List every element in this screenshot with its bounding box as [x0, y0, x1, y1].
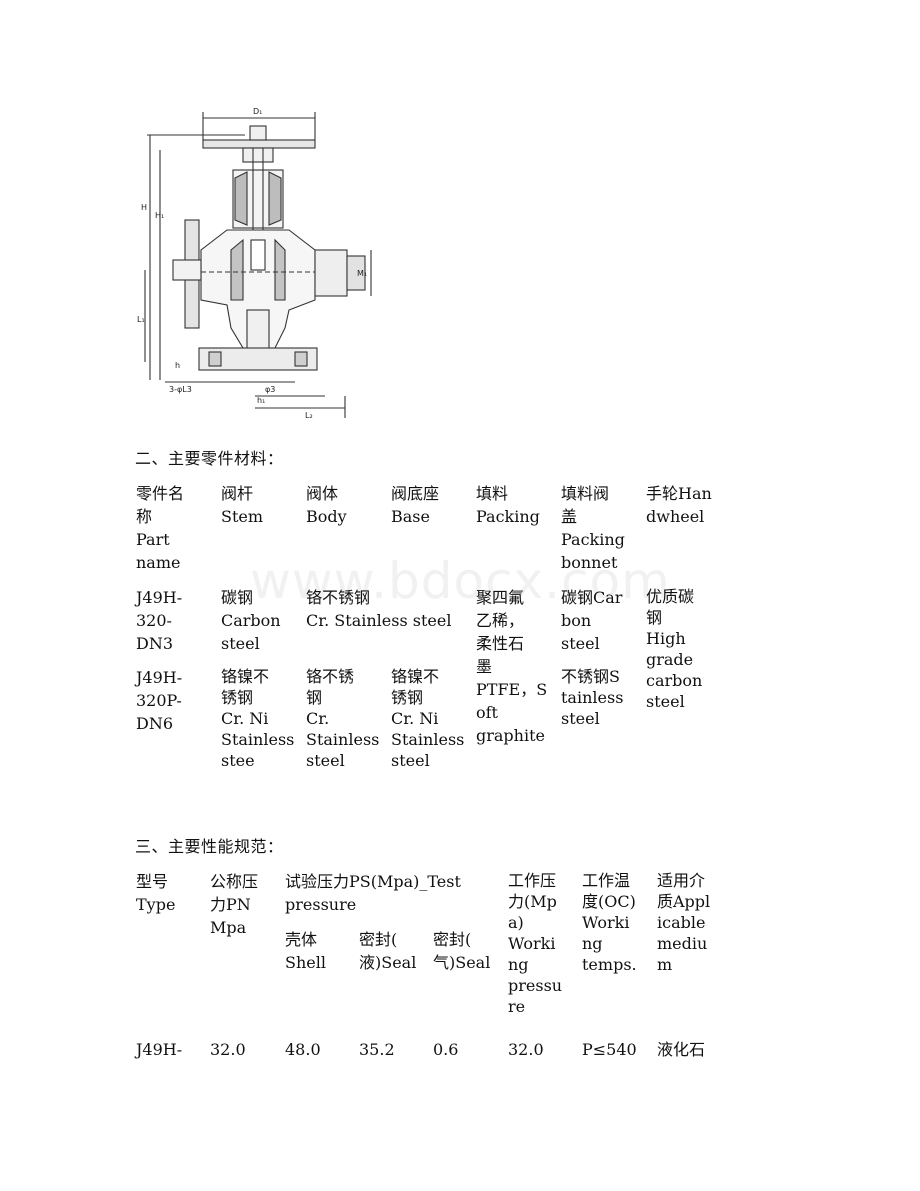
- row2-model: J49H- 320P- DN6: [136, 668, 183, 733]
- row2-stem: 铬镍不 锈钢 Cr. Ni Stainless stee: [221, 667, 295, 770]
- th-packing-bonnet: 填料阀 盖 Packing bonnet: [561, 484, 625, 572]
- th-nominal-pressure: 公称压 力PN Mpa: [210, 872, 259, 937]
- spec-row1-seal-gas: 0.6: [433, 1040, 459, 1059]
- th-test-pressure: 试验压力PS(Mpa)_Test pressure: [285, 872, 461, 914]
- th-shell: 壳体 Shell: [285, 930, 326, 972]
- row2-base: 铬镍不 锈钢 Cr. Ni Stainless steel: [391, 667, 465, 770]
- row1-packing: 聚四氟 乙稀， 柔性石 墨 PTFE，S oft graphite: [476, 588, 548, 745]
- spec-row1-pn: 32.0: [210, 1040, 246, 1059]
- th-seal-liquid: 密封( 液)Seal: [359, 930, 417, 972]
- spec-row1-working-temp: P≤540: [582, 1040, 637, 1059]
- row1-stem: 碳钢 Carbon steel: [221, 588, 281, 653]
- th-stem: 阀杆 Stem: [221, 484, 264, 526]
- section3-heading: 三、主要性能规范：: [135, 837, 284, 856]
- dim-L1: L₁: [137, 315, 145, 324]
- th-type: 型号 Type: [136, 872, 176, 914]
- dim-H: H: [141, 203, 147, 212]
- spec-row1-working-pressure: 32.0: [508, 1040, 544, 1059]
- row1-body-base: 铬不锈钢 Cr. Stainless steel: [306, 588, 452, 630]
- th-base: 阀底座 Base: [391, 484, 440, 526]
- dim-phi3: φ3: [265, 385, 275, 394]
- th-body: 阀体 Body: [306, 484, 347, 526]
- dim-h: h: [175, 361, 180, 370]
- row1-model: J49H- 320- DN3: [136, 588, 183, 653]
- dim-holes: 3-φL3: [169, 385, 192, 394]
- valve-diagram-svg: D₁ H H₁ M₁ L₁ h 3-φL3 φ3 h₁ L₂: [137, 107, 372, 420]
- row1-bonnet: 碳钢Car bon steel: [561, 588, 623, 653]
- section2-heading: 二、主要零件材料：: [135, 449, 284, 468]
- dim-L2: L₂: [305, 411, 313, 420]
- row2-body: 铬不锈 钢 Cr. Stainless steel: [306, 667, 380, 770]
- dim-D1: D₁: [253, 107, 262, 116]
- th-working-temp: 工作温 度(OC) Worki ng temps.: [582, 871, 637, 974]
- spec-row1-seal-liquid: 35.2: [359, 1040, 395, 1059]
- dim-M1: M₁: [357, 269, 367, 278]
- th-applicable-medium: 适用介 质Appl icable mediu m: [657, 871, 711, 974]
- valve-drawing: D₁ H H₁ M₁ L₁ h 3-φL3 φ3 h₁ L₂: [135, 100, 385, 430]
- th-working-pressure: 工作压 力(Mp a) Worki ng pressu re: [508, 871, 563, 1016]
- th-packing: 填料 Packing: [476, 484, 540, 526]
- spec-row1-type: J49H-: [136, 1040, 183, 1059]
- row2-bonnet: 不锈钢S tainless steel: [561, 667, 624, 728]
- th-handwheel: 手轮Han dwheel: [646, 484, 712, 526]
- watermark: www.bdocx.com: [250, 552, 671, 610]
- spec-row1-medium: 液化石: [657, 1040, 706, 1059]
- spec-row1-shell: 48.0: [285, 1040, 321, 1059]
- row1-handwheel: 优质碳 钢 High grade carbon steel: [646, 587, 703, 711]
- dim-H1: H₁: [155, 211, 164, 220]
- th-part-name: 零件名 称 Part name: [136, 484, 185, 572]
- dim-h1: h₁: [257, 396, 265, 405]
- th-seal-gas: 密封( 气)Seal: [433, 930, 491, 972]
